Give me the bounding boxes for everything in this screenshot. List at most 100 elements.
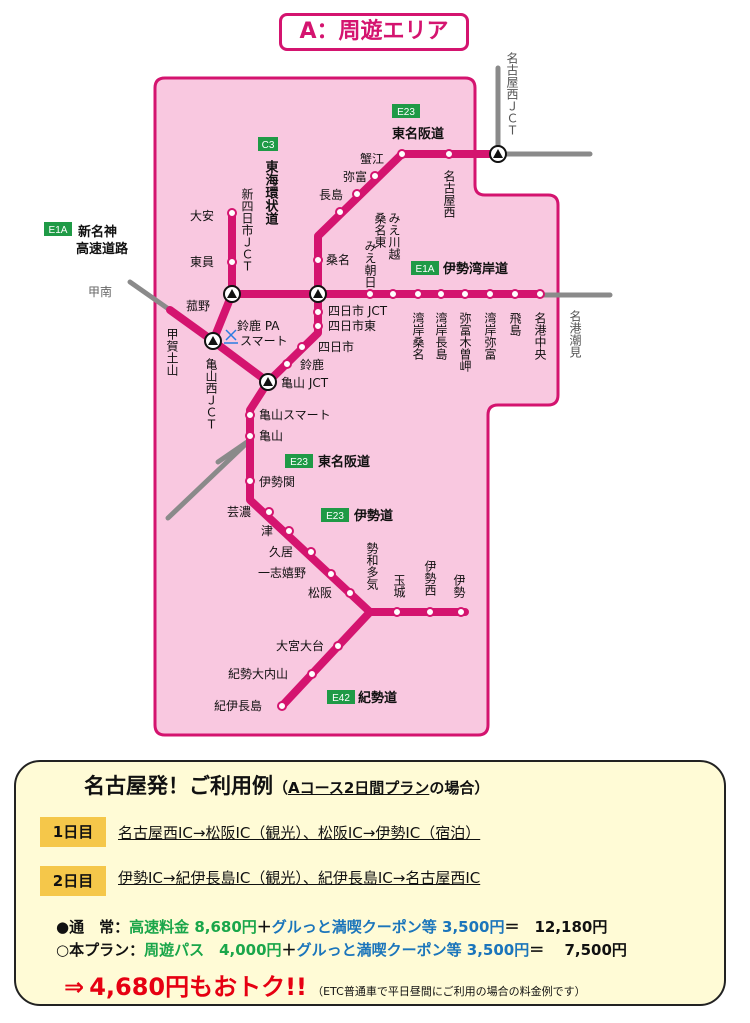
label-kameyama-smart: 亀山スマート — [259, 408, 331, 422]
label-omiya-odai: 大宮大台 — [276, 638, 324, 653]
coupon-2: グルっと満喫クーポン等 3,500円 — [296, 941, 530, 959]
coupon-1: グルっと満喫クーポン等 3,500円 — [271, 918, 505, 936]
parking-area-icon — [224, 329, 238, 344]
plus-2: ＋ — [281, 941, 297, 959]
savings-row: ⇒ 4,680円もおトク!! （ETC普通車で平日昼間にご利用の場合の料金例です… — [64, 967, 586, 1002]
label-ise: 伊勢 — [452, 574, 466, 599]
jct-nagoya-nishi — [489, 145, 507, 163]
normal-price-row: ●通 常：高速料金 8,680円＋グルっと満喫クーポン等 3,500円＝ 12,… — [56, 916, 607, 937]
badge-e23-mid: E23 — [290, 457, 308, 468]
normal-toll: 高速料金 8,680円 — [129, 918, 257, 936]
route-map: E23 C3 E1A E1A E23 E23 E42 東名阪道 新名神 高速道路… — [44, 51, 613, 737]
label-kuwana: 桑名 — [326, 252, 350, 267]
label-higashi-meihan-mid: 東名阪道 — [318, 454, 370, 470]
plan-total: ＝ 7,500円 — [529, 941, 627, 959]
label-kameyama-jct: 亀山 JCT — [281, 376, 329, 390]
label-kanie: 蟹江 — [360, 151, 384, 166]
map-labels: 東名阪道 新名神 高速道路 甲南 伊勢湾岸道 蟹江 弥富 長島 桑名 大安 東員… — [76, 126, 508, 713]
plan-price-row: ○本プラン：周遊パス 4,000円＋グルっと満喫クーポン等 3,500円＝ 7,… — [56, 939, 627, 960]
label-ise-do: 伊勢道 — [353, 508, 393, 524]
label-kisei-do: 紀勢道 — [358, 690, 397, 706]
station-dots — [227, 149, 545, 711]
savings-arrow: ⇒ — [64, 973, 85, 1001]
label-wangan-yatomi: 湾岸弥富 — [483, 311, 497, 361]
label-shin-yokkaichi-jct: 新四日市ＪＣＴ — [240, 187, 254, 272]
label-seiwa-taki: 勢和多気 — [365, 541, 379, 591]
plan-pass: 周遊パス 4,000円 — [144, 941, 282, 959]
label-yokkaichi-higashi: 四日市東 — [328, 318, 376, 333]
heading-course: Aコース2日間プラン — [288, 779, 430, 797]
label-suzuka-pa: 鈴鹿 PA — [237, 318, 280, 333]
tour-area — [153, 76, 560, 737]
label-suzuka: 鈴鹿 — [300, 357, 324, 372]
jct-kameyama-nishi — [204, 332, 222, 350]
label-iseseki: 伊勢関 — [259, 474, 295, 489]
savings-note: （ETC普通車で平日昼間にご利用の場合の料金例です） — [312, 985, 586, 998]
label-yokkaichi: 四日市 — [318, 339, 354, 354]
badge-e1a-right: E1A — [416, 264, 435, 275]
label-kameyama-nishi-jct: 亀山西ＪＣＴ — [204, 358, 218, 430]
route-signs: E23 C3 E1A E1A E23 E23 E42 — [44, 104, 439, 704]
label-tamaki: 玉城 — [392, 574, 406, 599]
label-nagoyako-shiomi: 名港潮見 — [568, 309, 582, 358]
day2-itinerary: 伊勢IC→紀伊長島IC（観光）、紀伊長島IC→名古屋西IC — [118, 869, 481, 887]
label-geino: 芸濃 — [227, 505, 251, 519]
jct-markers — [204, 145, 507, 391]
vertical-labels: 名古屋西ＪＣＴ 東海環状道 桑名東 みえ朝日 みえ川越 名古屋西 新四日市ＪＣＴ… — [165, 51, 582, 599]
day1-itinerary: 名古屋西IC→松阪IC（観光）、松阪IC→伊勢IC（宿泊） — [118, 824, 481, 842]
label-higashi-meihan-top: 東名阪道 — [392, 126, 444, 142]
jct-shin-yokkaichi — [223, 285, 241, 303]
label-kisei-ouchiyama: 紀勢大内山 — [228, 666, 288, 681]
jct-kameyama — [259, 373, 277, 391]
label-ichishi-ureshino: 一志嬉野 — [258, 566, 306, 580]
label-nagoya-nishi-jct-v: 名古屋西ＪＣＴ — [505, 51, 519, 136]
normal-label: ●通 常： — [56, 918, 130, 936]
label-toin: 東員 — [190, 255, 214, 269]
badge-c3: C3 — [262, 140, 275, 151]
day1-badge: 1日目 — [40, 817, 106, 847]
label-tobishima: 飛島 — [508, 312, 522, 337]
label-oyasu: 大安 — [190, 208, 214, 223]
label-kuwana-higashi: 桑名東 — [373, 212, 387, 248]
label-kameyama: 亀山 — [259, 429, 283, 443]
jct-yokkaichi — [309, 285, 327, 303]
normal-total: ＝ 12,180円 — [504, 918, 608, 936]
label-yatomi: 弥富 — [343, 169, 367, 184]
badge-e1a-left: E1A — [49, 225, 68, 236]
label-ise-nishi: 伊勢西 — [423, 560, 437, 596]
plan-label: ○本プラン： — [56, 941, 145, 959]
label-konan: 甲南 — [88, 284, 112, 299]
label-nagashima: 長島 — [319, 187, 343, 202]
label-mie-asahi: みえ朝日 — [363, 240, 377, 288]
label-isewangan: 伊勢湾岸道 — [442, 261, 508, 277]
label-tokai-kanjo: 東海環状道 — [263, 159, 279, 226]
label-wangan-kuwana: 湾岸桑名 — [411, 311, 425, 360]
label-tsu: 津 — [261, 524, 273, 538]
label-wangan-nagashima: 湾岸長島 — [434, 311, 448, 361]
label-meiko-chuo: 名港中央 — [533, 311, 547, 360]
heading-close: の場合） — [429, 779, 490, 797]
label-smart: スマート — [240, 334, 288, 348]
savings-amount: 4,680円もおトク!! — [89, 973, 308, 1001]
usage-example-panel: 名古屋発！ご利用例（Aコース2日間プランの場合） 1日目 名古屋西IC→松阪IC… — [14, 760, 726, 1006]
badge-e23-top: E23 — [397, 107, 415, 118]
area-title: A：周遊エリア — [279, 13, 469, 51]
label-yatomi-kisozaki: 弥富木曽岬 — [458, 311, 472, 372]
label-kii-nagashima: 紀伊長島 — [214, 698, 262, 713]
label-komono: 菰野 — [186, 299, 210, 313]
badge-e42: E42 — [332, 693, 350, 704]
heading-open-paren: （ — [273, 779, 289, 797]
label-hisai: 久居 — [269, 545, 293, 559]
label-yokkaichi-jct: 四日市 JCT — [328, 303, 388, 318]
label-shin-meishin-2: 高速道路 — [76, 241, 129, 257]
badge-e23-ise: E23 — [326, 511, 344, 522]
panel-heading-sub: （Aコース2日間プランの場合） — [273, 779, 489, 797]
day2-badge: 2日目 — [40, 866, 106, 896]
plus-1: ＋ — [256, 918, 272, 936]
panel-heading: 名古屋発！ご利用例（Aコース2日間プランの場合） — [84, 770, 489, 800]
label-kosei-tsuchiyama: 甲賀土山 — [165, 328, 179, 376]
label-shin-meishin-1: 新名神 — [78, 224, 117, 240]
label-nagoya-nishi: 名古屋西 — [442, 169, 456, 218]
panel-heading-text: 名古屋発！ご利用例 — [84, 774, 273, 798]
label-matsusaka: 松阪 — [308, 586, 332, 600]
